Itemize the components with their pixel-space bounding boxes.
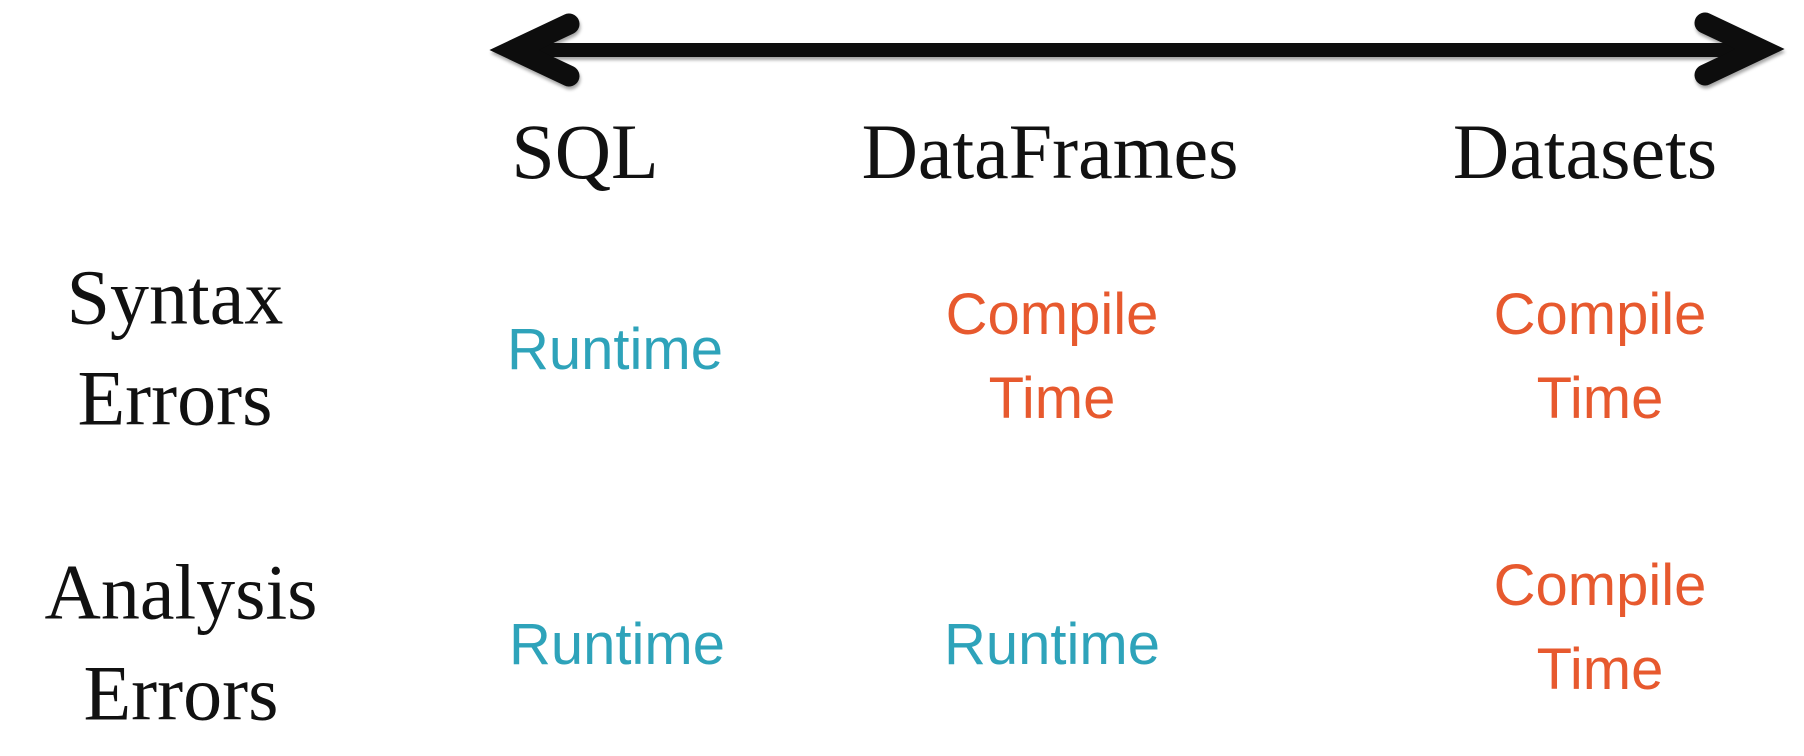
cell-analysis-sql: Runtime (509, 611, 725, 677)
arrow-head-left (489, 13, 580, 87)
column-header-datasets: Datasets (1452, 108, 1718, 196)
cell-analysis-datasets: Compile Time (1493, 552, 1707, 702)
double-headed-arrow (489, 12, 1785, 87)
row-label-analysis-errors: Analysis Errors (44, 548, 318, 737)
arrow-head-right (1694, 12, 1785, 86)
cell-syntax-dataframes: Compile Time (945, 281, 1159, 431)
column-header-dataframes: DataFrames (861, 108, 1239, 196)
cell-analysis-dataframes: Runtime (944, 611, 1160, 677)
cell-syntax-sql: Runtime (507, 316, 723, 382)
column-header-sql: SQL (511, 108, 659, 196)
cell-syntax-datasets: Compile Time (1493, 281, 1707, 431)
row-label-syntax-errors: Syntax Errors (66, 253, 284, 442)
